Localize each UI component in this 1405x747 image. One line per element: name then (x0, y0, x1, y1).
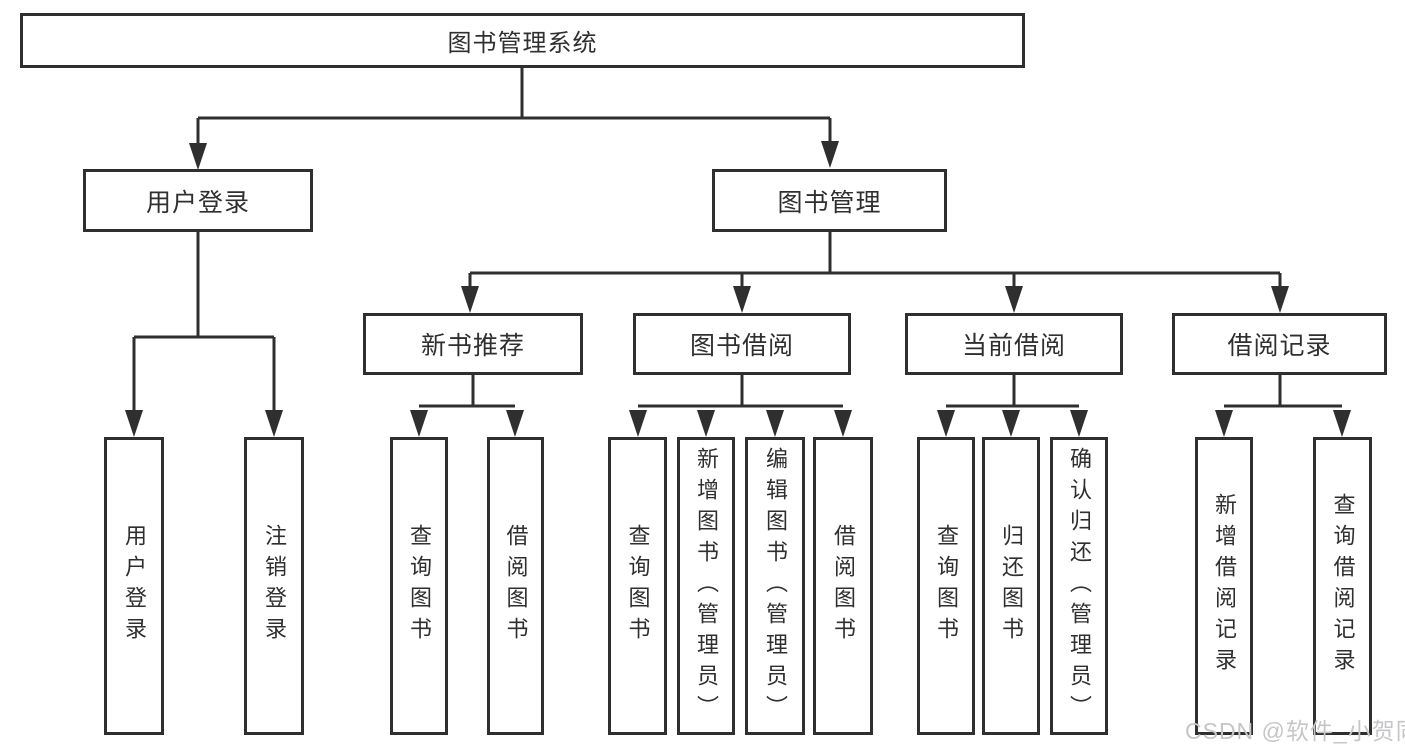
leaf-br-query-record: 查询借阅记录 (1313, 437, 1372, 735)
leaf-bb-edit-books-admin-label: 编辑图书（管理员） (763, 446, 788, 726)
node-new-book-recommend-label: 新书推荐 (420, 332, 525, 360)
node-book-management-label: 图书管理 (777, 188, 882, 217)
leaf-cb-return-books: 归还图书 (982, 437, 1040, 735)
node-book-borrow-label: 图书借阅 (689, 332, 794, 360)
leaf-bb-query-books-label: 查询图书 (625, 524, 651, 648)
leaf-bb-edit-books-admin: 编辑图书（管理员） (745, 437, 805, 735)
node-user-login-label: 用户登录 (145, 188, 250, 217)
leaf-br-add-record: 新增借阅记录 (1195, 437, 1253, 735)
node-book-borrow: 图书借阅 (633, 313, 851, 375)
node-root: 图书管理系统 (20, 13, 1025, 68)
leaf-logout: 注销登录 (244, 437, 304, 735)
node-borrow-record: 借阅记录 (1172, 313, 1387, 375)
leaf-bb-borrow-books-label: 借阅图书 (831, 524, 856, 648)
leaf-br-query-record-label: 查询借阅记录 (1330, 493, 1356, 679)
csdn-watermark: CSDN @软件_小贺同学 (1185, 718, 1405, 744)
leaf-nbr-borrow-books: 借阅图书 (487, 437, 544, 735)
leaf-nbr-query-books: 查询图书 (390, 437, 448, 735)
leaf-cb-return-books-label: 归还图书 (999, 524, 1024, 648)
node-root-label: 图书管理系统 (447, 30, 598, 57)
node-current-borrow: 当前借阅 (905, 313, 1123, 375)
leaf-br-add-record-label: 新增借阅记录 (1212, 493, 1237, 679)
leaf-bb-add-books-admin: 新增图书（管理员） (677, 437, 735, 735)
leaf-cb-confirm-return-admin: 确认归还（管理员） (1050, 437, 1108, 735)
leaf-nbr-borrow-books-label: 借阅图书 (503, 524, 529, 648)
leaf-cb-confirm-return-admin-label: 确认归还（管理员） (1067, 446, 1092, 726)
node-user-login: 用户登录 (83, 169, 313, 232)
leaf-bb-add-books-admin-label: 新增图书（管理员） (694, 446, 719, 726)
node-current-borrow-label: 当前借阅 (961, 332, 1066, 360)
leaf-user-login-label: 用户登录 (122, 524, 147, 648)
node-new-book-recommend: 新书推荐 (363, 313, 583, 375)
node-book-management: 图书管理 (712, 169, 947, 232)
leaf-cb-query-books-label: 查询图书 (934, 524, 959, 648)
leaf-bb-borrow-books: 借阅图书 (813, 437, 873, 735)
node-borrow-record-label: 借阅记录 (1227, 332, 1332, 360)
leaf-user-login: 用户登录 (104, 437, 164, 735)
leaf-cb-query-books: 查询图书 (917, 437, 975, 735)
leaf-bb-query-books: 查询图书 (608, 437, 667, 735)
arrowheads (125, 141, 1351, 437)
leaf-nbr-query-books-label: 查询图书 (407, 524, 432, 648)
leaf-logout-label: 注销登录 (262, 524, 287, 648)
